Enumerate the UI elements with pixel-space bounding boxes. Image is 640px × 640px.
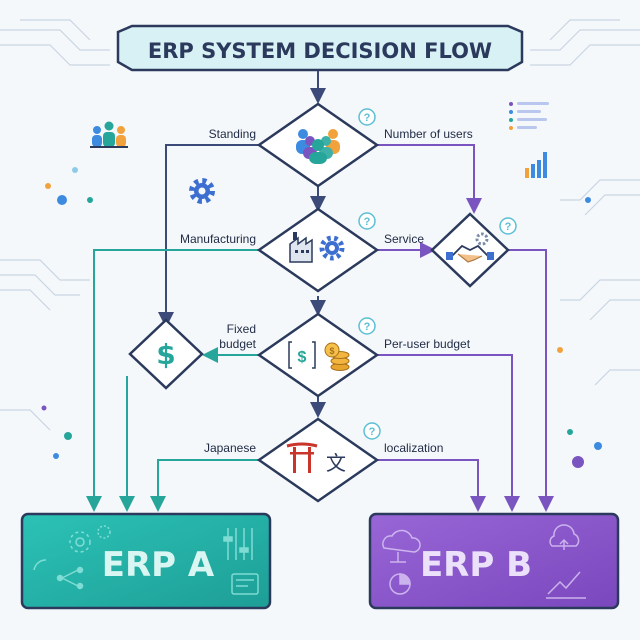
help-icon: ? — [358, 212, 376, 230]
fixed-budget-node: $ — [128, 318, 204, 390]
dollar-icon: $ — [156, 338, 175, 371]
erp-b-label: ERP B — [420, 545, 532, 585]
handshake-icon — [446, 232, 494, 263]
svg-text:$: $ — [329, 346, 334, 356]
main-flow-arrows — [158, 71, 326, 418]
outcome-erp-b: ERP B — [368, 512, 620, 610]
svg-text:?: ? — [505, 221, 512, 233]
svg-text:文: 文 — [326, 451, 346, 475]
decision-manufacturing-service: Manufacturing Service ? — [180, 207, 424, 293]
svg-text:$: $ — [298, 349, 307, 366]
erp-a-label: ERP A — [102, 545, 215, 585]
label-fixed: Fixed — [227, 322, 256, 336]
outcome-erp-a: ERP A — [20, 512, 272, 610]
label-budget: budget — [219, 337, 256, 351]
label-manufacturing: Manufacturing — [180, 232, 256, 246]
budget-money-icon: $ $ — [288, 341, 350, 371]
decision-number-of-users: Standing Number of users ? — [209, 102, 473, 188]
svg-text:?: ? — [364, 321, 371, 333]
erp-b-decoration — [382, 524, 586, 599]
decision-budget: $ $ Fixed budget Per-user budget ? — [219, 312, 471, 398]
help-icon: ? — [358, 108, 376, 126]
japanese-torii-icon: 文 — [286, 442, 346, 475]
erp-a-decoration — [33, 525, 259, 595]
label-japanese: Japanese — [204, 441, 256, 455]
circuit-decoration — [0, 19, 640, 431]
help-icon: ? — [358, 317, 376, 335]
decision-localization: 文 Japanese localization ? — [204, 417, 443, 503]
svg-text:?: ? — [364, 216, 371, 228]
factory-gear-icon — [289, 232, 345, 263]
decorative-dots — [41, 167, 602, 468]
erp-b-paths — [376, 144, 554, 512]
people-group-icon — [296, 129, 340, 164]
chart-lines-icon — [509, 102, 549, 130]
title-banner: ERP SYSTEM DECISION FLOW — [116, 24, 524, 72]
diagram-title: ERP SYSTEM DECISION FLOW — [148, 39, 492, 63]
help-icon: ? — [363, 422, 381, 440]
team-icon — [90, 121, 128, 148]
svg-text:?: ? — [364, 112, 371, 124]
help-icon: ? — [499, 217, 517, 235]
service-node: ? — [430, 212, 517, 288]
svg-text:?: ? — [369, 426, 376, 438]
label-service: Service — [384, 232, 424, 246]
erp-a-paths — [86, 249, 262, 512]
label-number-of-users: Number of users — [384, 127, 473, 141]
label-per-user-budget: Per-user budget — [384, 337, 471, 351]
bar-chart-icon — [525, 152, 547, 178]
gear-icon — [189, 178, 215, 204]
label-localization: localization — [384, 441, 443, 455]
label-standing: Standing — [209, 127, 256, 141]
